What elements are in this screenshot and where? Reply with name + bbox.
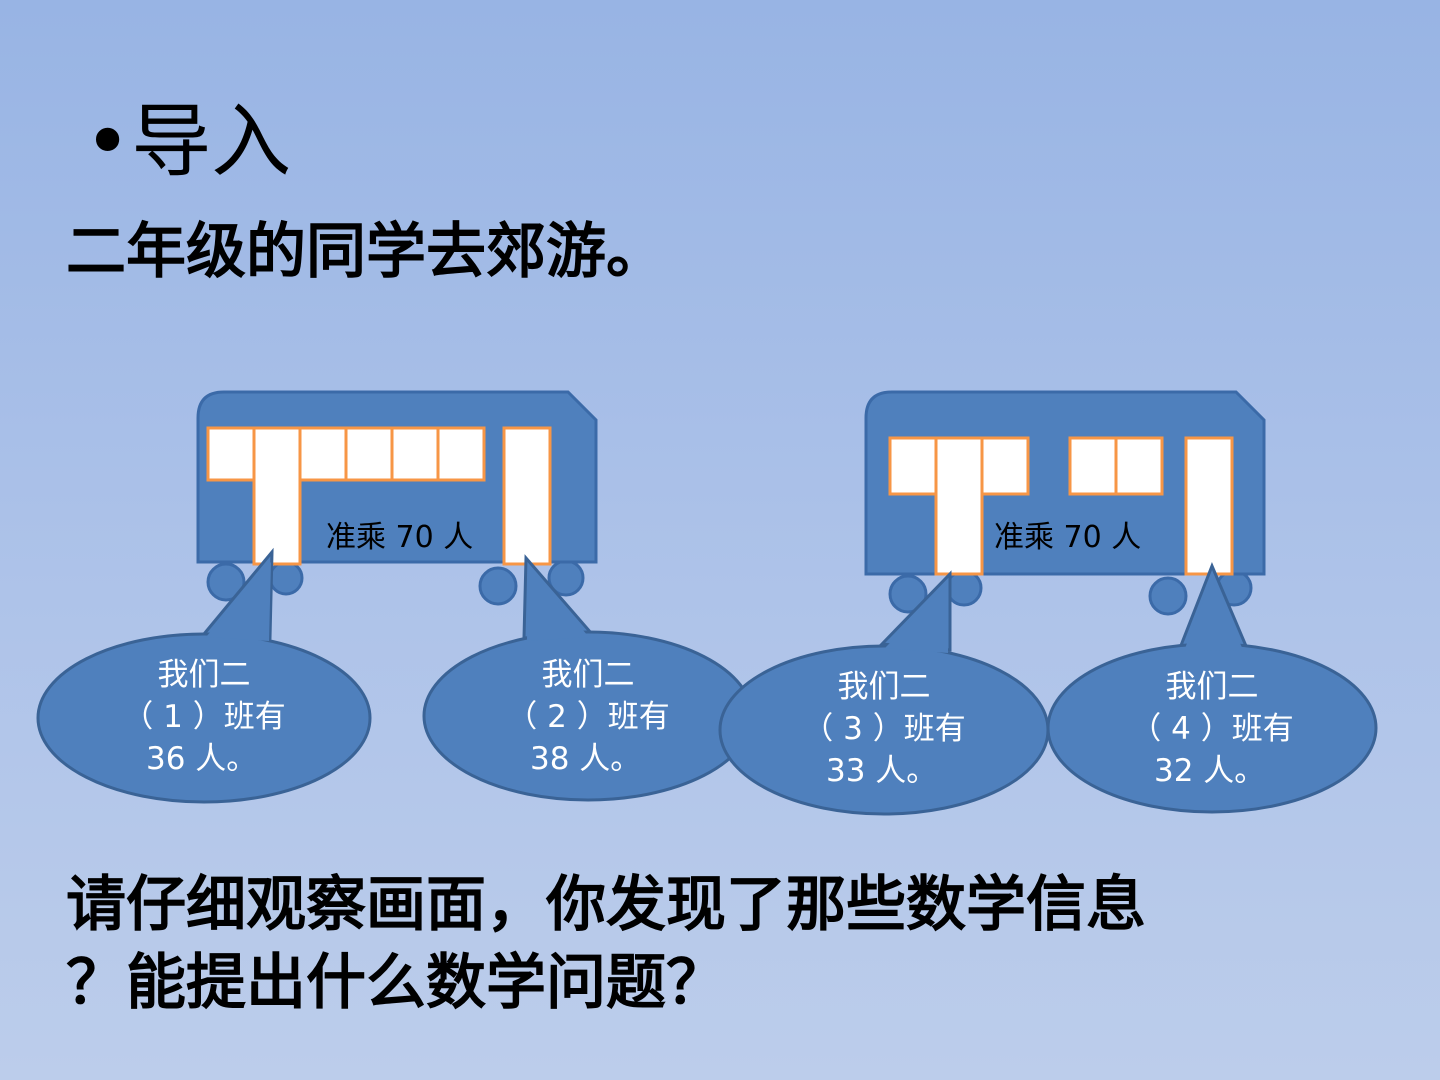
bubble-line: 我们二 — [541, 657, 635, 693]
bubble-line: 38 人。 — [530, 741, 642, 777]
speech-bubble-4-text: 我们二 （ 4 ）班有 32 人。 — [1112, 666, 1312, 792]
speech-bubble-4 — [1046, 562, 1378, 814]
question-text: 请仔细观察画面，你发现了那些数学信息 ？能提出什么数学问题？ — [66, 866, 1326, 1022]
slide-subtitle: 二年级的同学去郊游。 — [66, 217, 666, 287]
bus-2-window — [1114, 436, 1164, 496]
speech-bubble-1-cover — [206, 562, 271, 641]
speech-bubble-3-text: 我们二 （ 3 ）班有 33 人。 — [784, 666, 984, 792]
bus-2-window — [888, 436, 938, 496]
speech-bubble-3-cover — [885, 584, 948, 653]
bus-1-window — [436, 426, 486, 482]
speech-bubble-2-text: 我们二 （ 2 ）班有 38 人。 — [488, 654, 688, 780]
bubble-line: 我们二 — [837, 669, 931, 705]
bus-1-door — [252, 426, 302, 566]
bus-1-window — [390, 426, 440, 482]
bus-2-capacity-label: 准乘 70 人 — [994, 520, 1142, 555]
bubble-line: （ 2 ）班有 — [506, 699, 670, 735]
bubble-line: 33 人。 — [826, 753, 938, 789]
speech-bubble-4-cover — [1184, 578, 1243, 651]
speech-bubble-1 — [36, 547, 372, 804]
bus-1-wheel — [268, 560, 304, 596]
bus-1-window — [206, 426, 256, 482]
bubble-line: 我们二 — [1165, 669, 1259, 705]
bubble-line: （ 4 ）班有 — [1130, 711, 1294, 747]
bubble-line: 36 人。 — [146, 741, 258, 777]
bus-1-wheel — [478, 566, 518, 606]
bubble-line: （ 3 ）班有 — [802, 711, 966, 747]
bus-2-window — [1068, 436, 1118, 496]
bus-2-wheel — [1148, 576, 1188, 616]
bus-2-door — [1184, 436, 1234, 576]
bus-1-capacity-label: 准乘 70 人 — [326, 520, 474, 555]
bus-2-wheel — [945, 569, 983, 607]
bubble-line: 32 人。 — [1154, 753, 1266, 789]
question-line-2: ？能提出什么数学问题？ — [66, 948, 726, 1018]
speech-bubble-2-cover — [527, 568, 589, 641]
bus-2-door — [934, 436, 984, 576]
bus-2 — [864, 390, 1266, 616]
bubble-line: 我们二 — [157, 657, 251, 693]
speech-bubble-3 — [718, 570, 1050, 816]
bus-1 — [196, 390, 598, 606]
speech-bubble-1-text: 我们二 （ 1 ）班有 36 人。 — [104, 654, 304, 780]
bullet-icon: • — [84, 95, 132, 188]
speech-bubble-2 — [422, 554, 754, 802]
bus-1-window — [344, 426, 394, 482]
bus-1-wheel — [206, 562, 246, 602]
bus-2-wheel — [888, 574, 928, 614]
bus-2-window — [980, 436, 1030, 496]
bus-1-window — [298, 426, 348, 482]
speech-bubble-1-ellipse — [36, 632, 372, 804]
question-line-1: 请仔细观察画面，你发现了那些数学信息 — [66, 870, 1146, 940]
heading-text: 导入 — [131, 95, 292, 188]
bubble-line: （ 1 ）班有 — [122, 699, 286, 735]
bus-1-door — [502, 426, 552, 566]
slide-heading: •导入 — [84, 92, 291, 192]
